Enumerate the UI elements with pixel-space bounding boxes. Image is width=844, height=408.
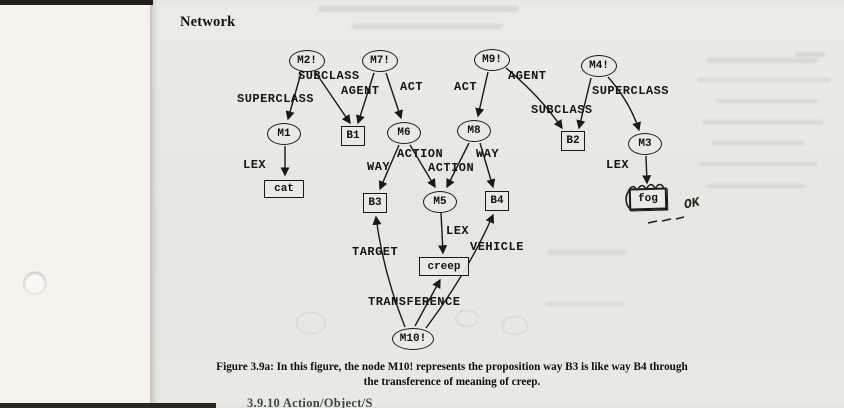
bleed-through-circle [296, 312, 326, 334]
node-label: B1 [346, 130, 360, 142]
arc-label-superclass: SUPERCLASS [592, 84, 670, 98]
bleed-through-text [698, 78, 830, 82]
bleed-through-circle [455, 310, 479, 327]
arc-label-transference: TRANSFERENCE [368, 295, 461, 309]
bleed-through-text [707, 184, 805, 188]
edge-m6-way-b3 [378, 144, 400, 191]
arc-label-action: ACTION [397, 147, 444, 161]
pen-dashes [647, 216, 685, 224]
node-m5: M5 [423, 191, 457, 213]
node-m8: M8 [457, 120, 491, 142]
bleed-through-text [706, 58, 818, 63]
arc-label-lex: LEX [606, 158, 630, 172]
node-label: M6 [397, 127, 411, 139]
arc-label-act: ACT [400, 80, 424, 94]
arc-label-action: ACTION [428, 161, 475, 175]
arc-label-vehicle: VEHICLE [470, 240, 524, 254]
handwritten-ok-note: OK [682, 194, 701, 213]
node-label: M7! [370, 55, 390, 67]
node-label: B2 [566, 135, 580, 147]
node-m4: M4! [581, 55, 617, 77]
edge-m10-target-b3 [372, 215, 406, 328]
bleed-through-text [545, 302, 625, 306]
edge-m9-act-m8 [475, 71, 489, 118]
edge-m4-superclass-m3 [607, 76, 641, 132]
hole-punch [24, 272, 46, 294]
node-m10: M10! [392, 328, 434, 350]
edge-m4-subclass-b2 [576, 77, 592, 130]
node-m9: M9! [474, 49, 510, 71]
node-label: fog [637, 192, 659, 206]
edge-m7-agent-b1 [356, 72, 375, 125]
arc-label-subclass: SUBCLASS [298, 69, 360, 83]
bleed-through-text [795, 52, 825, 57]
node-m2: M2! [289, 50, 325, 72]
edge-m2-superclass-m1 [285, 72, 302, 121]
node-cat: cat [264, 180, 304, 198]
edge-m8-action-m5 [446, 142, 470, 189]
bleed-through-circle [502, 316, 528, 335]
bleed-through-text [318, 6, 518, 12]
arc-label-lex: LEX [243, 158, 267, 172]
node-m7: M7! [362, 50, 398, 72]
cropped-section-heading: 3.9.10 Action/Object/S [247, 396, 373, 408]
bleed-through-text [699, 162, 817, 166]
bleed-through-text [712, 141, 804, 145]
node-label: cat [274, 183, 294, 195]
edge-m2-subclass-b1 [315, 72, 351, 125]
arc-label-agent: AGENT [341, 84, 380, 98]
bleed-through-text [352, 24, 502, 29]
node-label: M9! [482, 54, 502, 66]
node-label: B4 [490, 195, 504, 207]
arc-label-superclass: SUPERCLASS [237, 92, 315, 106]
arc-label-way: WAY [367, 160, 391, 174]
edge-m3-lex-fog [642, 155, 652, 185]
edge-m8-way-b4 [479, 142, 496, 189]
arc-label-target: TARGET [352, 245, 399, 259]
bleed-through-text [548, 250, 626, 255]
edge-m7-act-m6 [385, 72, 403, 120]
edge-m6-action-m5 [409, 144, 436, 189]
figure-caption: Figure 3.9a: In this figure, the node M1… [168, 360, 736, 390]
scan-edge-bottom [0, 403, 216, 408]
scan-edge-top [0, 0, 153, 5]
node-label: M10! [399, 333, 427, 345]
node-b4: B4 [485, 191, 509, 211]
arc-label-act: ACT [454, 80, 478, 94]
node-b1: B1 [341, 126, 365, 146]
node-label: creep [427, 260, 461, 273]
node-label: M5 [433, 196, 447, 208]
bleed-through-text [716, 99, 818, 103]
figure-caption-line2: the transference of meaning of creep. [363, 376, 541, 389]
arc-label-lex: LEX [446, 224, 470, 238]
figure-caption-line1: Figure 3.9a: In this figure, the node M1… [216, 361, 688, 373]
node-fog: fog [628, 187, 668, 211]
arc-label-agent: AGENT [508, 69, 547, 83]
node-m3: M3 [628, 133, 662, 155]
edge-m10-transference-creep [414, 278, 441, 327]
node-m1: M1 [267, 123, 301, 145]
arc-label-way: WAY [476, 147, 500, 161]
node-b2: B2 [561, 131, 585, 151]
node-label: M8 [467, 125, 481, 137]
edge-m9-agent-b2 [505, 67, 563, 130]
node-m6: M6 [387, 122, 421, 144]
node-b3: B3 [363, 193, 387, 213]
node-label: B3 [368, 197, 382, 209]
arc-label-subclass: SUBCLASS [531, 103, 593, 117]
node-label: M3 [638, 138, 652, 150]
node-creep: creep [419, 257, 469, 276]
page-title: Network [180, 14, 236, 30]
node-label: M1 [277, 128, 291, 140]
node-label: M2! [297, 55, 317, 67]
bleed-through-text [702, 120, 824, 124]
node-label: M4! [589, 60, 609, 72]
edge-m5-lex-creep [438, 212, 448, 255]
